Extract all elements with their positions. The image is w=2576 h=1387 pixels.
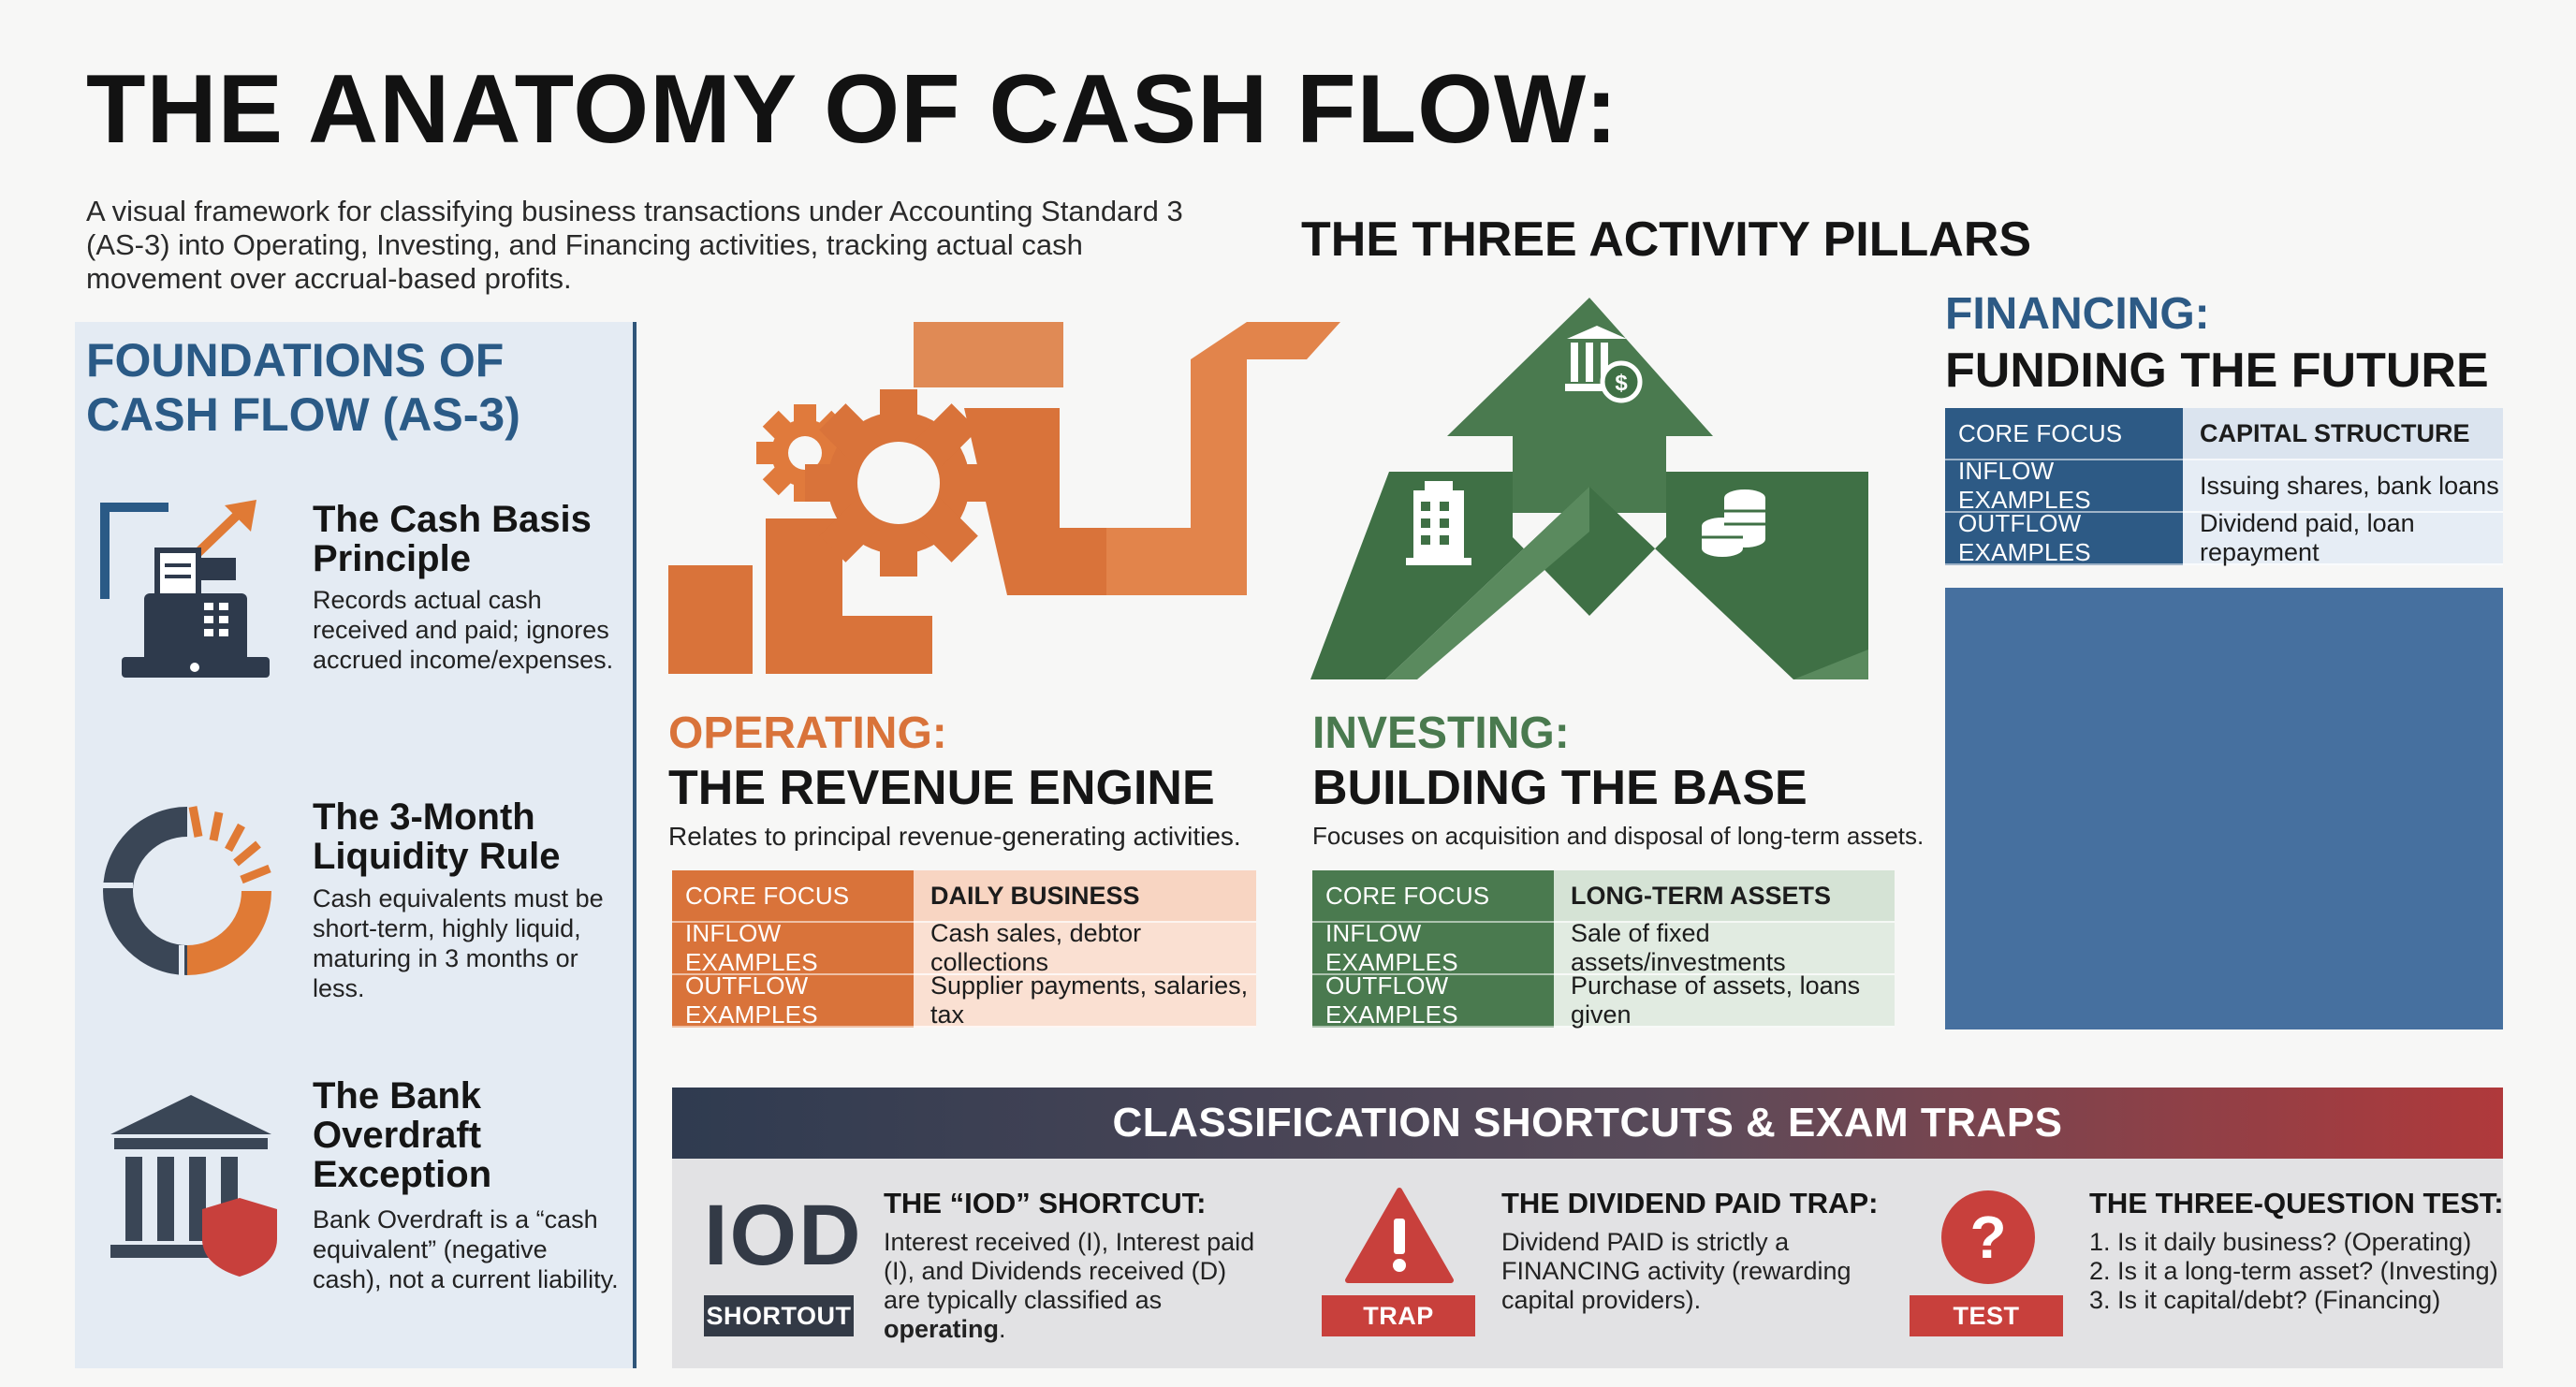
iod-heading: THE “IOD” SHORTCUT: — [884, 1187, 1207, 1219]
financing-row-inflow: INFLOW EXAMPLES Issuing shares, bank loa… — [1945, 457, 2503, 514]
liquidity-rule-body: Cash equivalents must be short-term, hig… — [313, 884, 604, 1002]
question-circle-icon: ? — [1941, 1190, 2035, 1284]
financing-key: CORE FOCUS — [1945, 408, 2183, 460]
operating-value: Supplier payments, salaries, tax — [914, 971, 1256, 1029]
operating-value: DAILY BUSINESS — [914, 870, 1256, 923]
page-subtitle: A visual framework for classifying busin… — [86, 195, 1183, 295]
test-line: 1. Is it daily business? (Operating) — [2089, 1228, 2472, 1256]
cash-basis-body: Records actual cash received and paid; i… — [313, 586, 614, 674]
overdraft-body: Bank Overdraft is a “cash equivalent” (n… — [313, 1205, 619, 1293]
bank-shield-icon — [110, 1095, 277, 1277]
shortcut-badge: SHORTOUT — [704, 1295, 854, 1336]
investing-value: Purchase of assets, loans given — [1554, 971, 1895, 1029]
cash-basis-heading: The Cash Basis Principle — [313, 499, 592, 579]
operating-label: OPERATING: — [668, 708, 947, 758]
financing-row-core: CORE FOCUS CAPITAL STRUCTURE — [1945, 408, 2503, 460]
operating-tagline: THE REVENUE ENGINE — [668, 761, 1215, 815]
investing-arrow-icon: $ — [1310, 298, 1868, 679]
operating-table: CORE FOCUS DAILY BUSINESS INFLOW EXAMPLE… — [672, 870, 1256, 1029]
test-list: 1. Is it daily business? (Operating) 2. … — [2089, 1228, 2498, 1315]
iod-body-text: Interest received (I), Interest paid (I)… — [884, 1228, 1255, 1314]
test-line: 2. Is it a long-term asset? (Investing) — [2089, 1257, 2498, 1285]
investing-key: CORE FOCUS — [1312, 870, 1554, 923]
financing-table: CORE FOCUS CAPITAL STRUCTURE INFLOW EXAM… — [1945, 408, 2503, 566]
investing-row-core: CORE FOCUS LONG-TERM ASSETS — [1312, 870, 1895, 923]
financing-value: Issuing shares, bank loans — [2183, 460, 2503, 513]
financing-label: FINANCING: — [1945, 289, 2210, 339]
investing-description: Focuses on acquisition and disposal of l… — [1312, 822, 1925, 850]
investing-value: Sale of fixed assets/investments — [1554, 919, 1895, 976]
foundations-title: FOUNDATIONS OF CASH FLOW (AS-3) — [86, 334, 520, 441]
classification-panel — [672, 1159, 2503, 1368]
operating-description: Relates to principal revenue-generating … — [668, 822, 1241, 851]
trap-heading: THE DIVIDEND PAID TRAP: — [1501, 1187, 1879, 1219]
operating-row-core: CORE FOCUS DAILY BUSINESS — [672, 870, 1256, 923]
ring-gauge-icon — [103, 806, 271, 975]
financing-row-outflow: OUTFLOW EXAMPLES Dividend paid, loan rep… — [1945, 509, 2503, 566]
operating-key: INFLOW EXAMPLES — [672, 919, 914, 976]
investing-table: CORE FOCUS LONG-TERM ASSETS INFLOW EXAMP… — [1312, 870, 1895, 1029]
investing-key: INFLOW EXAMPLES — [1312, 919, 1554, 976]
investing-key: OUTFLOW EXAMPLES — [1312, 971, 1554, 1029]
financing-value: Dividend paid, loan repayment — [2183, 509, 2503, 566]
cash-register-icon — [100, 500, 270, 678]
test-heading: THE THREE-QUESTION TEST: — [2089, 1187, 2504, 1219]
iod-body-tail: . — [999, 1315, 1006, 1343]
investing-value: LONG-TERM ASSETS — [1554, 870, 1895, 923]
investing-row-inflow: INFLOW EXAMPLES Sale of fixed assets/inv… — [1312, 919, 1895, 976]
investing-tagline: BUILDING THE BASE — [1312, 761, 1808, 815]
classification-banner: CLASSIFICATION SHORTCUTS & EXAM TRAPS — [672, 1088, 2503, 1159]
iod-mark: IOD — [704, 1188, 863, 1283]
financing-key: OUTFLOW EXAMPLES — [1945, 509, 2183, 566]
iod-body-emphasis: operating — [884, 1315, 1000, 1343]
financing-image-placeholder — [1945, 588, 2503, 1029]
svg-text:$: $ — [1615, 371, 1628, 396]
test-line: 3. Is it capital/debt? (Financing) — [2089, 1286, 2441, 1314]
financing-key: INFLOW EXAMPLES — [1945, 457, 2183, 514]
iod-body: Interest received (I), Interest paid (I)… — [884, 1228, 1266, 1344]
operating-key: CORE FOCUS — [672, 870, 914, 923]
svg-text:?: ? — [1969, 1204, 2006, 1271]
operating-key: OUTFLOW EXAMPLES — [672, 971, 914, 1029]
page-title: THE ANATOMY OF CASH FLOW: — [86, 55, 1618, 164]
trap-body: Dividend PAID is strictly a FINANCING ac… — [1501, 1228, 1852, 1314]
operating-value: Cash sales, debtor collections — [914, 919, 1256, 976]
warning-triangle-icon — [1345, 1188, 1454, 1283]
investing-label: INVESTING: — [1312, 708, 1570, 758]
operating-row-inflow: INFLOW EXAMPLES Cash sales, debtor colle… — [672, 919, 1256, 976]
financing-value: CAPITAL STRUCTURE — [2183, 408, 2503, 460]
overdraft-heading: The Bank Overdraft Exception — [313, 1075, 492, 1195]
operating-gears-icon — [668, 322, 1340, 674]
pillars-heading: THE THREE ACTIVITY PILLARS — [1301, 212, 2032, 267]
liquidity-rule-heading: The 3-Month Liquidity Rule — [313, 796, 561, 877]
operating-row-outflow: OUTFLOW EXAMPLES Supplier payments, sala… — [672, 971, 1256, 1029]
test-badge: TEST — [1910, 1295, 2063, 1336]
investing-row-outflow: OUTFLOW EXAMPLES Purchase of assets, loa… — [1312, 971, 1895, 1029]
trap-badge: TRAP — [1322, 1295, 1475, 1336]
financing-tagline: FUNDING THE FUTURE — [1945, 343, 2489, 398]
